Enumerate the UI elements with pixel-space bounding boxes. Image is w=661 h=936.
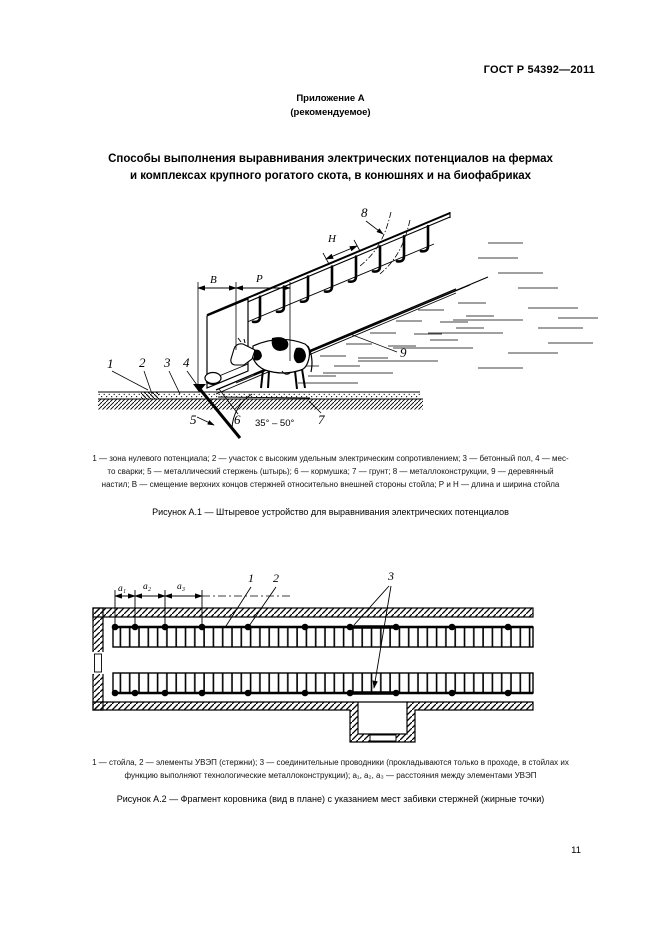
- callout-8: 8: [361, 205, 368, 220]
- section-title-line1: Способы выполнения выравнивания электрич…: [108, 153, 553, 165]
- dim-label-a2: a₂: [143, 582, 152, 592]
- cow-udder: [281, 370, 292, 375]
- dimension-b-p: В Р: [197, 273, 291, 386]
- callout-7: 7: [318, 412, 325, 427]
- section-title-line2: и комплексах крупного рогатого скота, в …: [129, 169, 532, 182]
- callout-1: 1: [248, 571, 254, 585]
- stall-rows: [112, 625, 534, 695]
- ground-section: [98, 391, 423, 410]
- cow: [230, 337, 313, 390]
- figure-a2-legend: 1 — стойла, 2 — элементы УВЭП (стержни);…: [40, 756, 621, 782]
- wooden-deck: [215, 242, 598, 399]
- angle-arc: [231, 393, 253, 430]
- dim-label-a1: a₁: [118, 584, 126, 594]
- bottom-wall-with-vestibule: [92, 701, 534, 743]
- legend-line: 1 — стойла, 2 — элементы УВЭП (стержни);…: [92, 758, 569, 767]
- figure-a1-drawing: В Р Н 1 2 3 4 5 6 7 8 9: [98, 205, 598, 439]
- callout-3: 3: [163, 355, 171, 370]
- cow-tail: [307, 345, 313, 373]
- legend-line: настил; В — смещение верхних концов стер…: [101, 480, 560, 489]
- dim-label-b: В: [210, 274, 217, 286]
- dim-label-h: Н: [327, 233, 337, 245]
- legend-line: 1 — зона нулевого потенциала; 2 — участо…: [92, 454, 569, 463]
- doc-number: ГОСТ Р 54392—2011: [483, 64, 595, 76]
- vestibule-door: [369, 734, 397, 742]
- dimension-h: Н: [322, 233, 361, 265]
- stall-divider-posts: [227, 224, 430, 334]
- callout-leaders: [111, 220, 398, 426]
- dim-label-a3: a₃: [177, 582, 185, 592]
- figure-a2-caption: Рисунок А.2 — Фрагмент коровника (вид в …: [116, 794, 545, 804]
- callout-9: 9: [400, 345, 407, 360]
- rail-structure: [206, 211, 451, 334]
- callout-6: 6: [234, 412, 241, 427]
- page-number: 11: [571, 845, 581, 856]
- figure-a1-legend: 1 — зона нулевого потенциала; 2 — участо…: [40, 452, 621, 491]
- appendix-note: (рекомендуемое): [290, 107, 371, 118]
- legend-line: то сварки; 5 — металлический стержень (ш…: [107, 467, 554, 476]
- rod-points: [111, 623, 512, 697]
- barn-walls: [92, 607, 534, 743]
- angle-label: 35° – 50°: [255, 418, 294, 429]
- callout-3: 3: [387, 569, 394, 583]
- callout-1: 1: [107, 356, 114, 371]
- break-line: [379, 219, 411, 275]
- figure-a1-caption: Рисунок А.1 — Штыревое устройство для вы…: [152, 507, 509, 517]
- callout-5: 5: [190, 412, 197, 427]
- metal-rod: [197, 387, 242, 439]
- cow-legs: [260, 368, 306, 390]
- callout-4: 4: [183, 355, 190, 370]
- cow-spots: [254, 337, 306, 364]
- appendix-label: Приложение А: [296, 93, 365, 104]
- figure-a2-drawing: a₁ a₂ a₃ 1 2 3: [92, 569, 534, 743]
- dimension-a: a₁ a₂ a₃: [114, 582, 293, 627]
- dim-label-p: Р: [255, 273, 263, 285]
- callout-2: 2: [139, 355, 146, 370]
- callout-2: 2: [273, 571, 279, 585]
- appendix-heading: Приложение А (рекомендуемое): [0, 92, 661, 120]
- feeder: [204, 371, 222, 385]
- callout-leaders: [225, 585, 392, 689]
- section-title: Способы выполнения выравнивания электрич…: [0, 151, 661, 184]
- break-line: [359, 211, 392, 267]
- legend-line: функцию выполняют технологические металл…: [124, 771, 537, 780]
